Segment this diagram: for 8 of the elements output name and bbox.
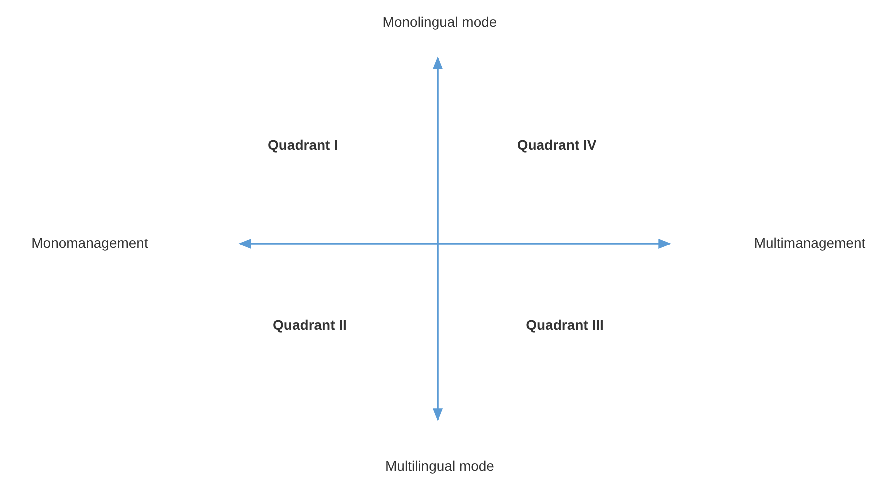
quadrant-label: Quadrant IV	[517, 136, 597, 154]
axis-label: Multimanagement	[754, 234, 866, 252]
quadrant-label: Quadrant III	[526, 316, 604, 334]
axis-label: Multilingual mode	[386, 457, 494, 475]
quadrant-label: Quadrant I	[268, 136, 338, 154]
axis-label: Monomanagement	[32, 234, 148, 252]
quadrant-label: Quadrant II	[273, 316, 347, 334]
axis-label: Monolingual mode	[382, 13, 498, 31]
